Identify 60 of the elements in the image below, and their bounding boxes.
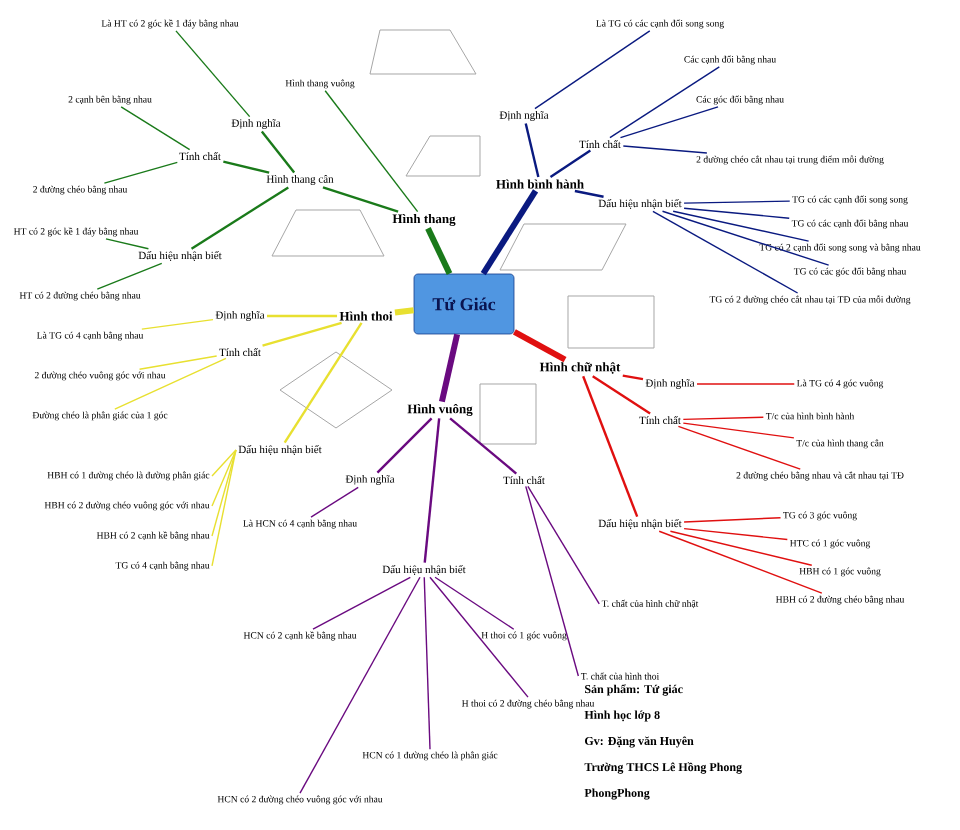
branch-line	[525, 485, 580, 677]
branch-line	[175, 30, 251, 118]
branch-line	[619, 106, 719, 139]
branch-line	[480, 189, 539, 276]
branch-line	[696, 383, 795, 385]
branch-line	[449, 417, 518, 475]
branch-line	[423, 418, 441, 563]
branch-line	[524, 123, 540, 178]
branch-line	[582, 375, 639, 518]
branch-line	[549, 149, 591, 178]
branch-line	[672, 210, 810, 242]
branch-line	[622, 374, 644, 381]
branch-line	[267, 314, 338, 318]
branch-line	[534, 30, 651, 110]
branch-line	[260, 130, 296, 174]
branch-line	[322, 186, 399, 213]
branch-line	[677, 425, 801, 470]
branch-line	[574, 189, 604, 198]
branch-line	[310, 486, 359, 518]
branch-line	[622, 145, 708, 154]
branch-line	[527, 485, 600, 605]
branch-line	[223, 160, 270, 174]
branch-line	[114, 357, 227, 410]
branch-line	[658, 530, 823, 594]
branch-line	[120, 106, 191, 151]
branch-line	[262, 321, 342, 347]
branch-line	[96, 262, 163, 290]
branch-line	[211, 449, 237, 537]
branch-line	[683, 527, 789, 541]
branch-line	[103, 161, 178, 184]
branch-line	[512, 329, 567, 363]
branch-line	[312, 576, 411, 630]
branch-line	[211, 449, 237, 477]
branch-line	[425, 227, 453, 275]
branch-line	[652, 210, 799, 294]
branch-line	[324, 90, 419, 213]
branch-line	[661, 210, 830, 266]
branch-line	[434, 576, 515, 630]
branch-line	[439, 333, 461, 403]
branch-line	[683, 517, 782, 523]
branch-line	[105, 238, 150, 250]
branch-line	[423, 576, 431, 750]
branch-line	[394, 307, 414, 316]
branch-line	[429, 576, 529, 698]
branch-line	[376, 417, 433, 474]
branch-line	[683, 200, 791, 204]
branch-line	[299, 576, 421, 794]
branch-line	[592, 375, 651, 415]
branch-line	[682, 416, 765, 421]
branch-line	[211, 449, 237, 567]
branch-line	[669, 530, 813, 566]
branch-line	[138, 355, 218, 370]
branch-line	[683, 207, 790, 219]
branch-line	[211, 449, 237, 507]
branch-line	[283, 322, 363, 444]
branch-line	[682, 422, 795, 439]
branch-line	[141, 318, 214, 330]
title-box: Tứ Giác	[413, 273, 515, 335]
branch-line	[190, 186, 289, 250]
branch-line	[609, 66, 720, 139]
